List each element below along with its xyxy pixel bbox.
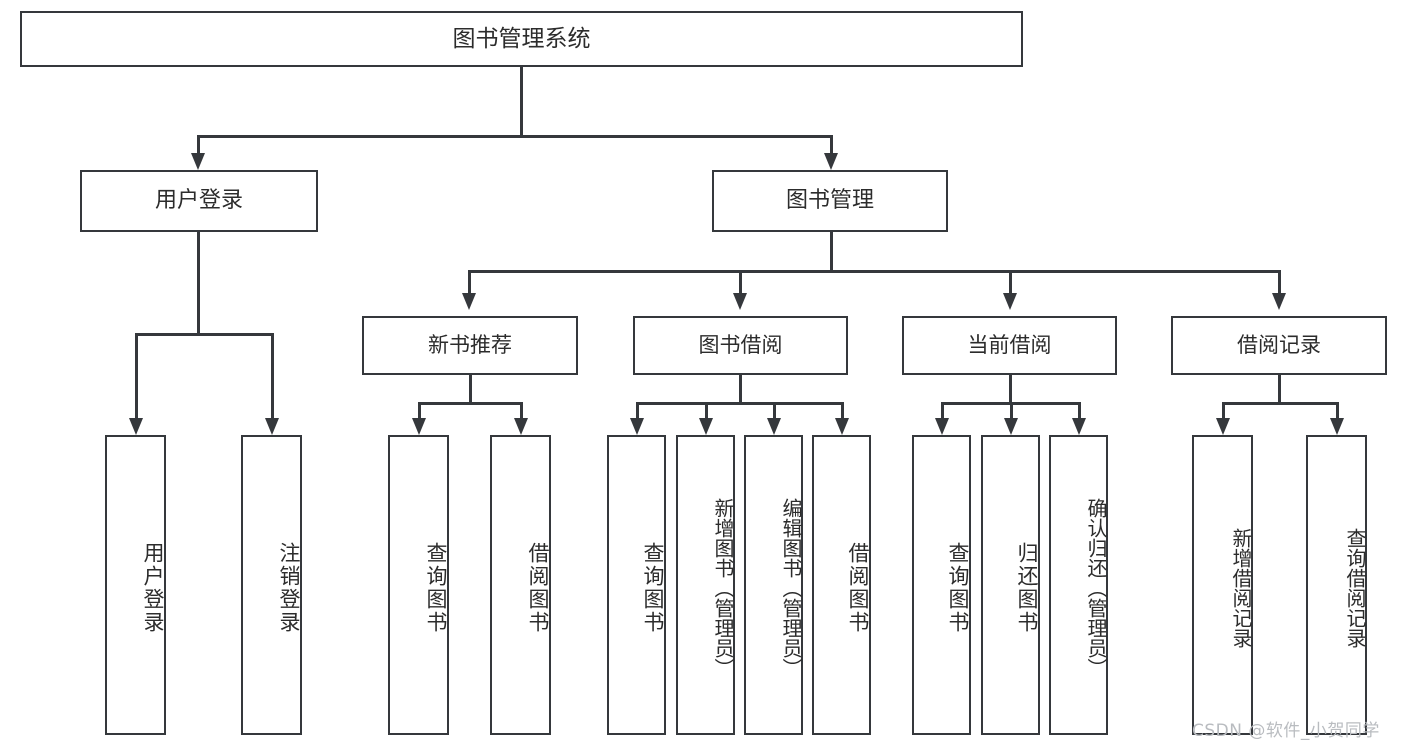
- connector-book-mgmt-to-l3-3: [1009, 270, 1012, 295]
- arrowhead-current-leaf-1: [935, 418, 949, 435]
- leaf-borrow-add-book-admin: 新增图书（管理员）: [676, 435, 735, 735]
- node-borrow-record: 借阅记录: [1171, 316, 1387, 375]
- connector-record-to-leaf-1: [1222, 402, 1225, 420]
- connector-current-to-leaf-2: [1010, 402, 1013, 420]
- arrowhead-recommend-leaf-2: [514, 418, 528, 435]
- arrowhead-borrow-leaf-2: [699, 418, 713, 435]
- connector-current-to-leaf-3: [1078, 402, 1081, 420]
- node-book-management: 图书管理: [712, 170, 948, 232]
- connector-book-mgmt-to-l3-4: [1278, 270, 1281, 295]
- arrowhead-book-mgmt-l3-2: [733, 293, 747, 310]
- connector-borrow-stem: [739, 375, 742, 404]
- leaf-recommend-borrow-book: 借阅图书: [490, 435, 551, 735]
- arrowhead-book-mgmt-l3-1: [462, 293, 476, 310]
- connector-borrow-to-leaf-4: [841, 402, 844, 420]
- leaf-borrow-query-book: 查询图书: [607, 435, 666, 735]
- leaf-record-add-record: 新增借阅记录: [1192, 435, 1253, 735]
- connector-user-login-bar: [135, 333, 273, 336]
- arrowhead-root-to-book-mgmt: [824, 153, 838, 170]
- connector-root-bar: [197, 135, 833, 138]
- arrowhead-book-mgmt-l3-3: [1003, 293, 1017, 310]
- leaf-user-login-logout: 注销登录: [241, 435, 302, 735]
- connector-user-login-to-leaf-2: [271, 333, 274, 420]
- connector-borrow-to-leaf-1: [636, 402, 639, 420]
- connector-current-to-leaf-1: [941, 402, 944, 420]
- csdn-watermark: CSDN @软件_小贺同学: [1192, 721, 1380, 741]
- connector-recommend-bar: [418, 402, 522, 405]
- connector-recommend-to-leaf-1: [418, 402, 421, 420]
- connector-borrow-bar: [636, 402, 842, 405]
- connector-current-stem: [1009, 375, 1012, 404]
- arrowhead-record-leaf-1: [1216, 418, 1230, 435]
- connector-book-mgmt-bar: [468, 270, 1280, 273]
- leaf-record-query-record: 查询借阅记录: [1306, 435, 1367, 735]
- connector-user-login-stem: [197, 232, 200, 335]
- connector-book-mgmt-stem: [830, 232, 833, 272]
- connector-book-mgmt-to-l3-2: [739, 270, 742, 295]
- arrowhead-recommend-leaf-1: [412, 418, 426, 435]
- arrowhead-root-to-user-login: [191, 153, 205, 170]
- connector-book-mgmt-to-l3-1: [468, 270, 471, 295]
- node-new-book-recommend: 新书推荐: [362, 316, 578, 375]
- node-root-system: 图书管理系统: [20, 11, 1023, 67]
- leaf-user-login-login: 用户登录: [105, 435, 166, 735]
- leaf-current-return-book: 归还图书: [981, 435, 1040, 735]
- arrowhead-current-leaf-2: [1004, 418, 1018, 435]
- connector-record-to-leaf-2: [1336, 402, 1339, 420]
- arrowhead-book-mgmt-l3-4: [1272, 293, 1286, 310]
- connector-root-to-user-login: [197, 135, 200, 155]
- node-book-borrow: 图书借阅: [633, 316, 848, 375]
- leaf-current-confirm-return-admin: 确认归还（管理员）: [1049, 435, 1108, 735]
- arrowhead-user-login-leaf-1: [129, 418, 143, 435]
- arrowhead-borrow-leaf-4: [835, 418, 849, 435]
- node-user-login: 用户登录: [80, 170, 318, 232]
- leaf-current-query-book: 查询图书: [912, 435, 971, 735]
- leaf-borrow-borrow-book: 借阅图书: [812, 435, 871, 735]
- connector-record-bar: [1222, 402, 1338, 405]
- connector-record-stem: [1278, 375, 1281, 404]
- arrowhead-borrow-leaf-1: [630, 418, 644, 435]
- arrowhead-record-leaf-2: [1330, 418, 1344, 435]
- connector-recommend-stem: [469, 375, 472, 404]
- arrowhead-current-leaf-3: [1072, 418, 1086, 435]
- leaf-borrow-edit-book-admin: 编辑图书（管理员）: [744, 435, 803, 735]
- arrowhead-borrow-leaf-3: [767, 418, 781, 435]
- connector-root-stem: [520, 67, 523, 137]
- node-current-borrow: 当前借阅: [902, 316, 1117, 375]
- connector-recommend-to-leaf-2: [520, 402, 523, 420]
- arrowhead-user-login-leaf-2: [265, 418, 279, 435]
- connector-root-to-book-mgmt: [830, 135, 833, 155]
- connector-borrow-to-leaf-3: [773, 402, 776, 420]
- leaf-recommend-query-book: 查询图书: [388, 435, 449, 735]
- connector-borrow-to-leaf-2: [705, 402, 708, 420]
- connector-user-login-to-leaf-1: [135, 333, 138, 420]
